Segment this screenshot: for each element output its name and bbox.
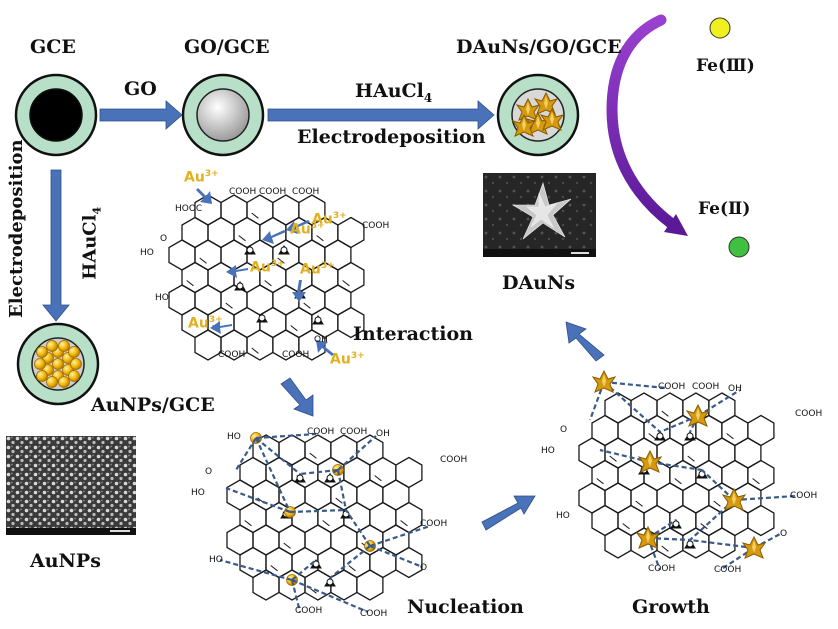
aunp-particle — [58, 376, 70, 388]
electrode-gce — [14, 73, 98, 157]
label-electrodeposition-top: Electrodeposition — [297, 126, 486, 148]
label-dauns: DAuNs — [502, 272, 576, 294]
chem-cooh-g2: COOH — [692, 382, 720, 392]
chem-cooh-n6: COOH — [360, 609, 388, 619]
aunp-particle — [52, 358, 64, 370]
label-aunps-gce: AuNPs/GCE — [91, 394, 215, 416]
chem-cooh-i5: COOH — [218, 350, 246, 360]
label-growth: Growth — [632, 596, 710, 618]
chem-cooh-i1: COOH — [229, 187, 257, 197]
label-dauns-go-gce: DAuNs/GO/GCE — [456, 36, 622, 58]
au-dendrite — [686, 404, 710, 427]
chem-ho-n2: HO — [191, 488, 205, 498]
label-fe2: Fe(Ⅱ) — [698, 199, 751, 219]
label-interaction: Interaction — [353, 323, 473, 345]
label-gce: GCE — [30, 36, 76, 58]
au3-label-7: Au3+ — [330, 351, 365, 368]
arrow-nucleation-to-growth — [481, 495, 536, 531]
chem-cooh-g6: COOH — [714, 565, 742, 575]
au-dendrite — [592, 370, 616, 393]
au3-arrow-5 — [292, 280, 306, 302]
chem-hooc-i: HOOC — [175, 204, 203, 214]
aunp-particle — [36, 370, 48, 382]
chem-oh-g1: OH — [728, 384, 742, 394]
sem-image-aunps — [6, 436, 136, 535]
aunp-particle — [36, 346, 48, 358]
au3-label-1: Au3+ — [184, 169, 219, 186]
label-go-gce: GO/GCE — [184, 36, 270, 58]
aunp-particle — [68, 370, 80, 382]
chem-cooh-g5: COOH — [648, 564, 676, 574]
go-sheet-nucleation — [219, 432, 431, 614]
chem-ho-g2: HO — [556, 511, 570, 521]
aunp-particle — [46, 340, 58, 352]
label-nucleation: Nucleation — [407, 596, 524, 618]
label-fe3: Fe(Ⅲ) — [696, 56, 755, 76]
label-aunps: AuNPs — [30, 550, 101, 572]
chem-cooh-i2: COOH — [259, 187, 287, 197]
chem-ho-i2: HO — [155, 293, 169, 303]
au3-label-2: Au3+ — [312, 211, 347, 228]
chem-o-i1: O — [160, 234, 168, 244]
chem-cooh-i3: COOH — [292, 187, 320, 197]
arrow-gce-to-go — [99, 100, 183, 130]
chem-oh-i: OH — [314, 335, 328, 345]
label-electrodeposition-vertical: Electrodeposition — [6, 139, 27, 318]
au3-arrow-3 — [262, 230, 286, 244]
electrode-dauns-go-gce — [496, 73, 580, 157]
chem-cooh-g3: COOH — [795, 409, 823, 419]
au-dendrite — [638, 450, 662, 473]
chem-cooh-g4: COOH — [790, 491, 818, 501]
chem-cooh-i6: COOH — [282, 350, 310, 360]
au3-arrow-6 — [210, 321, 232, 334]
fe3-dot — [709, 17, 731, 39]
arrow-go-to-dauns — [267, 100, 495, 130]
label-haucl4-vertical: HAuCl4 — [79, 206, 104, 280]
electrode-go-gce — [181, 73, 265, 157]
au-dendrite — [742, 536, 766, 559]
chem-o-n1: O — [205, 467, 213, 477]
go-sheet-growth — [578, 370, 797, 571]
chem-cooh-n2: COOH — [340, 427, 368, 437]
aunp-particle — [58, 340, 70, 352]
au3-arrow-7 — [316, 340, 334, 356]
aunp-particle — [46, 376, 58, 388]
electrode-aunps-gce — [16, 322, 100, 406]
aunp-particle — [34, 358, 46, 370]
chem-cooh-n3: COOH — [440, 455, 468, 465]
chem-o-g1: O — [560, 425, 568, 435]
chem-ho-n1: HO — [227, 432, 241, 442]
au3-label-6: Au3+ — [188, 315, 223, 332]
sem-image-dauns — [483, 173, 596, 257]
arrow-interaction-to-nucleation — [280, 377, 314, 417]
chem-cooh-g1: COOH — [658, 382, 686, 392]
chem-ho-i1: HO — [140, 248, 154, 258]
au3-arrow-2 — [286, 220, 310, 234]
label-haucl4-top: HAuCl4 — [355, 80, 433, 105]
chem-ho-g1: HO — [541, 446, 555, 456]
au3-arrow-1 — [196, 188, 212, 204]
aunp-particle — [68, 346, 80, 358]
chem-ho-n3: HO — [209, 555, 223, 565]
chem-cooh-n4: COOH — [420, 519, 448, 529]
fe2-dot — [728, 236, 750, 258]
chem-cooh-n5: COOH — [295, 606, 323, 616]
arrow-growth-to-dauns — [565, 321, 605, 362]
chem-cooh-n1: COOH — [307, 427, 335, 437]
chem-o-n2: O — [420, 563, 428, 573]
chem-cooh-i4: COOH — [362, 221, 390, 231]
chem-o-g2: O — [780, 529, 788, 539]
purple-redox-arrow — [606, 14, 688, 236]
au3-label-5: Au3+ — [300, 261, 335, 278]
au3-arrow-4 — [226, 265, 248, 278]
aunp-particle — [70, 358, 82, 370]
au3-label-4: Au3+ — [250, 259, 285, 276]
chem-oh-n1: OH — [376, 429, 390, 439]
label-go: GO — [124, 78, 157, 100]
au3-label-3: Au3+ — [290, 221, 325, 238]
arrow-gce-to-aunps — [42, 169, 70, 322]
